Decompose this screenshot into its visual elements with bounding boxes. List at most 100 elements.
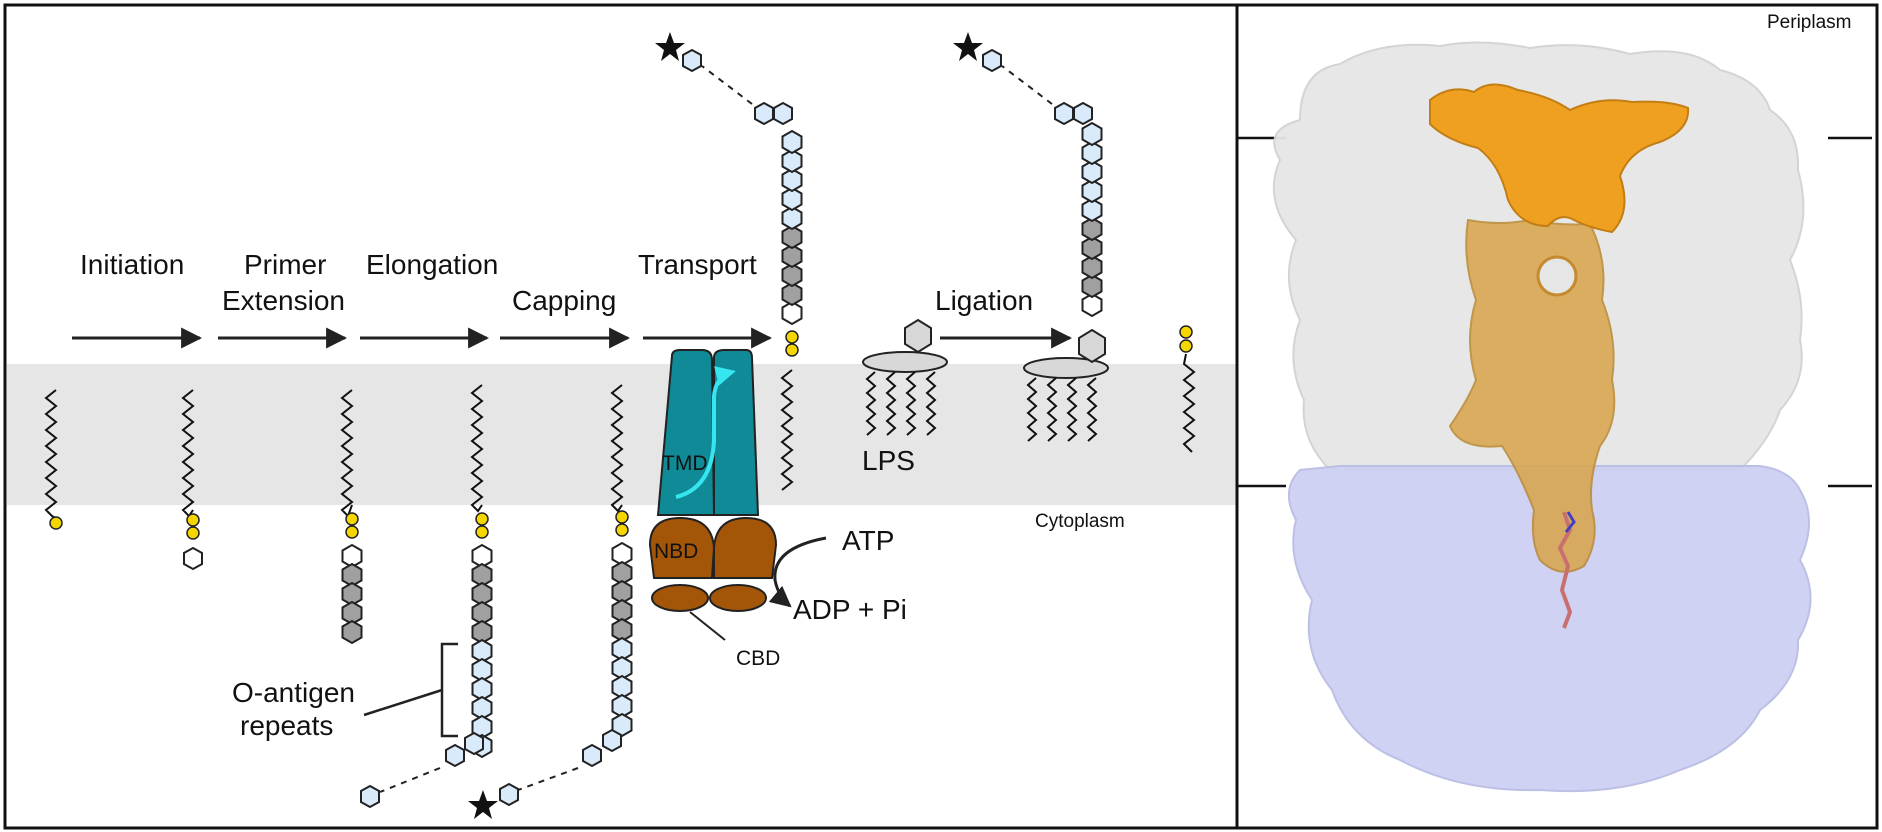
figure-frame [3, 3, 1879, 830]
sugar-hexagon-icon [982, 48, 1002, 73]
sugar-hexagon-icon [781, 186, 803, 212]
phosphate-icon [186, 513, 200, 527]
sugar-hexagon-icon [1081, 292, 1103, 318]
dashed-linker [379, 767, 441, 793]
periplasmic-gate-surface [1429, 83, 1690, 234]
sugar-hexagon-icon [781, 262, 803, 288]
lipid-tail [470, 384, 484, 513]
sugar-hexagon-icon [1081, 273, 1103, 299]
star-icon [468, 790, 498, 819]
phosphate-icon [345, 512, 359, 526]
sugar-hexagon-icon [781, 148, 803, 174]
glycan-chain [781, 129, 803, 326]
transport-path-arrow [675, 366, 736, 499]
lps-acyl-chain [1046, 377, 1058, 442]
lps-acceptor: LPS [862, 318, 948, 476]
sugar-hexagon-icon [1054, 101, 1074, 126]
bound-ligand [1557, 511, 1573, 629]
step-initiation-label: Initiation [80, 249, 184, 280]
sugar-hexagon-icon [781, 205, 803, 231]
sugar-hexagon-icon [781, 300, 803, 326]
sugar-hexagon-icon [1081, 121, 1103, 147]
sugar-hexagon-icon [754, 101, 774, 126]
lps-acyl-chain [925, 371, 937, 436]
dashed-linker [1001, 65, 1053, 105]
phosphate-icon [1179, 325, 1193, 339]
sugar-hexagon-icon [1081, 254, 1103, 280]
abc-transporter: TMD NBD CBD ATP ADP + Pi [648, 349, 907, 670]
o-antigen-label-line2: repeats [240, 710, 333, 741]
nbd-label: NBD [654, 540, 698, 563]
sugar-hexagon-icon [781, 243, 803, 269]
step-capping-label: Capping [512, 285, 616, 316]
adp-label: ADP + Pi [793, 594, 907, 625]
stage-primer-extension [181, 389, 203, 571]
lipid-tail [181, 389, 195, 518]
stage-elongation [340, 389, 363, 645]
tmd-left-subunit [656, 349, 716, 516]
o-antigen-bracket [440, 642, 458, 738]
substrate-channel-surface [1448, 218, 1616, 573]
step-primer-label: Primer [244, 249, 326, 280]
cbd-left-domain [651, 584, 709, 612]
lipid-tail [1182, 353, 1196, 453]
step-labels: Initiation Primer Extension Elongation C… [80, 249, 1033, 316]
phosphate-icon [345, 525, 359, 539]
step-primer-extension-label: Extension [222, 285, 345, 316]
bound-ligand-cap [1564, 511, 1576, 533]
stage-initiation [44, 389, 63, 530]
atp-hydrolysis-arrow [768, 536, 827, 608]
sugar-hexagon-icon [183, 546, 203, 571]
lps-core [862, 351, 948, 373]
sugar-hexagon-icon [1081, 159, 1103, 185]
lps-acyl-chain [905, 371, 917, 436]
tmd-right-subunit [713, 349, 760, 516]
lps-acyl-chain [1066, 377, 1078, 442]
glycan-chain [611, 541, 633, 738]
lps-acyl-chain [1026, 377, 1038, 442]
cytoplasm-label: Cytoplasm [1035, 511, 1125, 532]
stage-transported [655, 32, 803, 491]
cytoplasmic-domain-surface [1288, 465, 1812, 793]
sugar-hexagon-icon [602, 728, 622, 753]
stage-ligated [953, 32, 1109, 442]
cbd-pointer [689, 611, 726, 641]
sugar-hexagon-icon [1081, 140, 1103, 166]
channel-pore [1536, 255, 1578, 297]
lipid-phosphate-icon [49, 516, 63, 530]
phosphate-icon [1179, 339, 1193, 353]
sugar-hexagon-icon [781, 281, 803, 307]
sugar-hexagon-icon [1081, 197, 1103, 223]
sugar-hexagon-icon [904, 318, 932, 354]
step-ligation-label: Ligation [935, 285, 1033, 316]
sugar-hexagon-icon [341, 619, 363, 645]
tmd-label: TMD [662, 452, 708, 475]
phosphate-icon [475, 512, 489, 526]
glycan-chain [1081, 121, 1103, 318]
lps-acyl-chain [1086, 377, 1098, 442]
stage-released-carrier [1179, 325, 1196, 453]
sugar-hexagon-icon [773, 101, 793, 126]
sugar-hexagon-icon [1081, 216, 1103, 242]
stage-capping: O-antigen repeats [232, 384, 493, 809]
stage-capped [468, 384, 633, 819]
o-antigen-pointer [363, 688, 443, 717]
step-elongation-label: Elongation [366, 249, 498, 280]
cbd-right-domain [709, 584, 767, 612]
sugar-hexagon-icon [1081, 178, 1103, 204]
lipid-tail [610, 384, 624, 513]
cbd-label: CBD [736, 647, 780, 670]
atp-label: ATP [842, 525, 894, 556]
phosphate-icon [615, 523, 629, 537]
star-icon [953, 32, 983, 61]
lipid-tail [44, 389, 58, 519]
lps-core [1023, 357, 1109, 379]
sugar-hexagon-icon [682, 48, 702, 73]
sugar-hexagon-icon [360, 784, 380, 809]
sugar-hexagon-icon [464, 731, 484, 756]
glycan-chain [471, 543, 493, 759]
phosphate-icon [186, 526, 200, 540]
star-icon [655, 32, 685, 61]
dashed-linker [701, 65, 753, 105]
sugar-hexagon-icon [445, 743, 465, 768]
